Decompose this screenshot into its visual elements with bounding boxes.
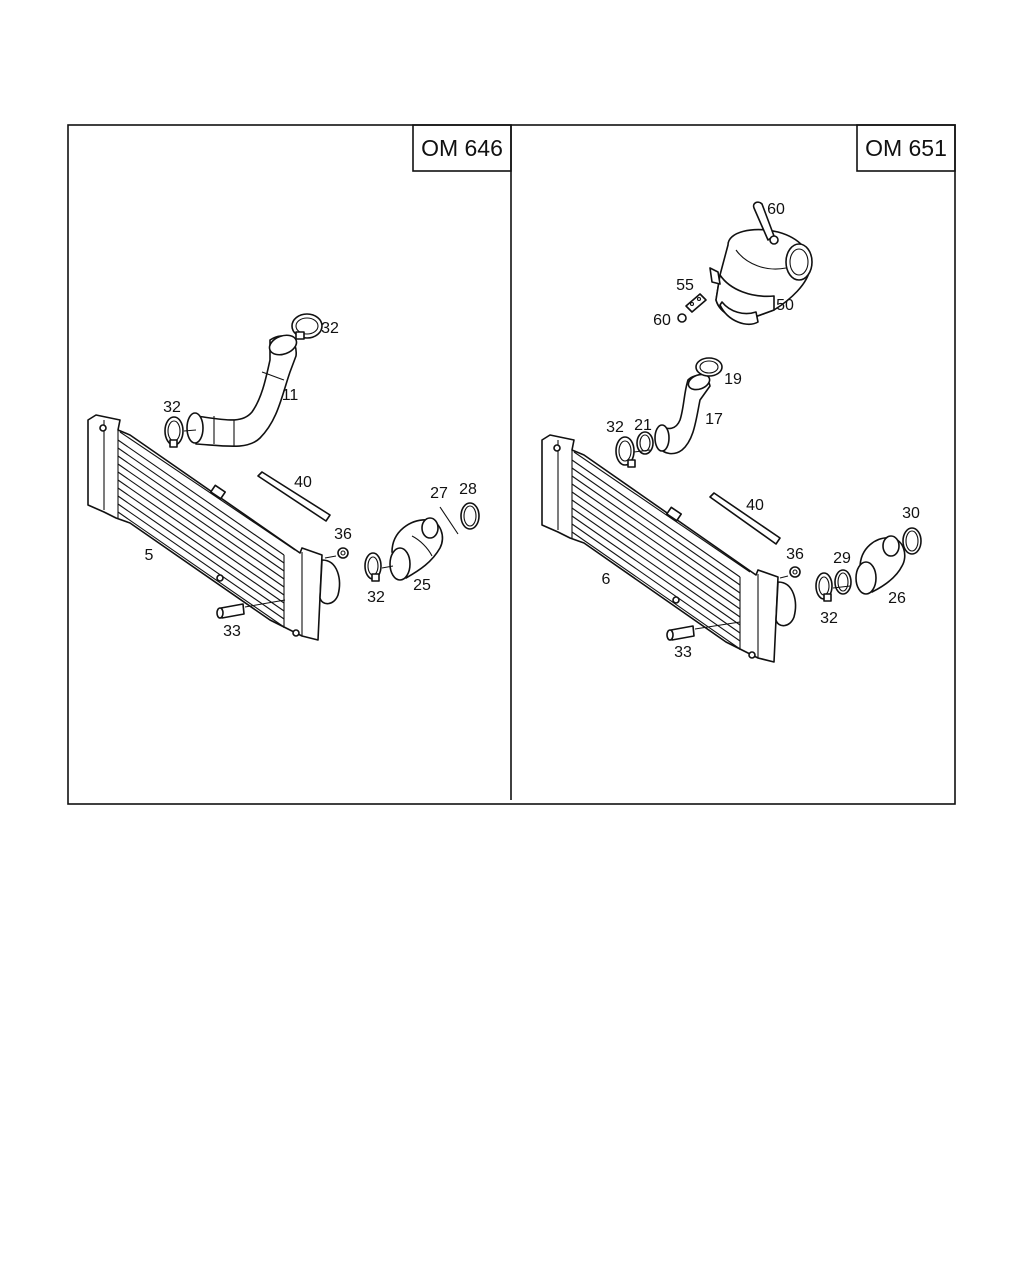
callout-6: 6 — [602, 571, 611, 588]
callout-25: 25 — [413, 577, 431, 594]
clamp-32-right — [364, 552, 382, 582]
callout-50: 50 — [776, 297, 794, 314]
callout-27: 27 — [430, 485, 448, 502]
bolt-33 — [216, 603, 245, 619]
bolt-60-top — [752, 201, 779, 245]
callout-36: 36 — [786, 546, 804, 563]
bolt-33 — [666, 625, 695, 641]
callout-19: 19 — [724, 371, 742, 388]
hose-17 — [654, 373, 711, 455]
callout-11: 11 — [282, 387, 299, 404]
callout-32: 32 — [321, 320, 339, 337]
oring-19 — [695, 357, 723, 377]
callout-17: 17 — [705, 411, 723, 428]
callout-32: 32 — [163, 399, 181, 416]
oring-21 — [636, 431, 654, 455]
callout-29: 29 — [833, 550, 851, 567]
callout-32: 32 — [606, 419, 624, 436]
oring-28 — [460, 502, 480, 530]
callout-60: 60 — [767, 201, 785, 218]
callout-32: 32 — [820, 610, 838, 627]
callout-32: 32 — [367, 589, 385, 606]
screw-36 — [337, 547, 349, 559]
clamp-32-left — [164, 416, 184, 448]
elbow-26 — [855, 535, 906, 595]
intercooler-5 — [87, 414, 341, 641]
callout-21: 21 — [634, 417, 652, 434]
callout-40: 40 — [746, 497, 764, 514]
panel-title-box — [412, 124, 512, 172]
panel-om651: OM 651 — [541, 124, 956, 663]
callout-26: 26 — [888, 590, 906, 607]
callout-60: 60 — [653, 312, 671, 329]
panel-title-box — [856, 124, 956, 172]
intercooler-6 — [541, 434, 797, 663]
callout-36: 36 — [334, 526, 352, 543]
panel-title: OM 646 — [421, 135, 503, 161]
callout-55: 55 — [676, 277, 694, 294]
callout-30: 30 — [902, 505, 920, 522]
oring-29 — [834, 569, 852, 595]
callout-5: 5 — [145, 547, 154, 564]
hose-11 — [186, 334, 298, 448]
callout-40: 40 — [294, 474, 312, 491]
clamp-32-top — [291, 313, 323, 340]
screw-60-small — [677, 313, 687, 323]
seal-strip-40 — [709, 492, 781, 545]
housing-50 — [709, 228, 813, 326]
screw-36 — [789, 566, 801, 578]
callout-33: 33 — [223, 623, 241, 640]
clamp-32-right — [815, 572, 833, 602]
bracket-55 — [685, 293, 707, 313]
seal-strip-40 — [257, 471, 331, 522]
clip-27 — [439, 506, 459, 535]
elbow-25 — [389, 517, 444, 581]
callout-28: 28 — [459, 481, 477, 498]
clamp-32-left — [615, 436, 636, 468]
panel-title: OM 651 — [865, 135, 947, 161]
callout-33: 33 — [674, 644, 692, 661]
panel-om646: OM 646 — [87, 124, 512, 641]
oring-30 — [902, 527, 922, 555]
